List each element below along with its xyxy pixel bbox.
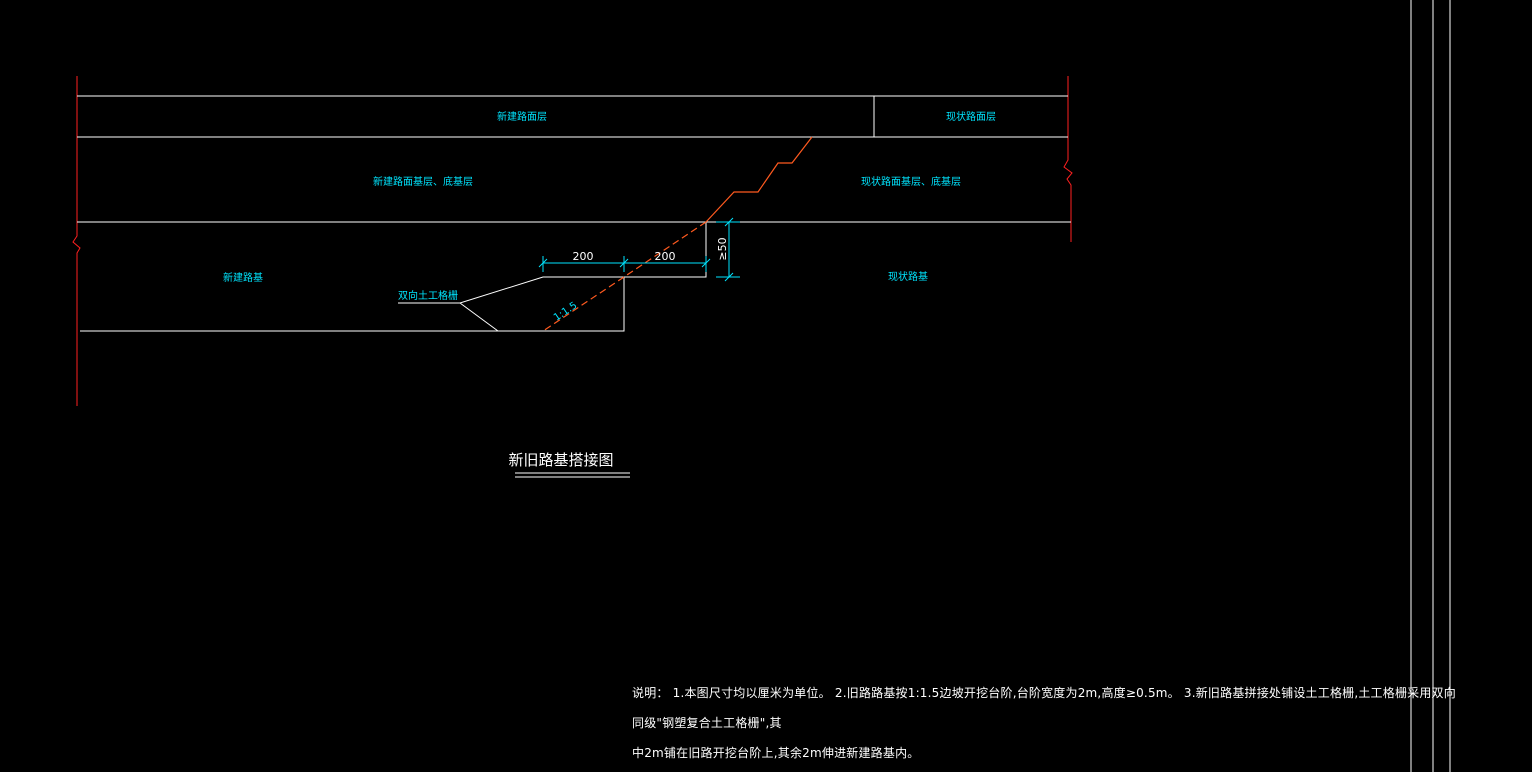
dim-width-left: 200 bbox=[573, 250, 594, 263]
drawing-frame-border bbox=[1410, 0, 1451, 772]
pavement-step-joint bbox=[705, 136, 813, 223]
note-line-1: 说明： 1.本图尺寸均以厘米为单位。 2.旧路路基按1:1.5边坡开挖台阶,台阶… bbox=[632, 686, 1456, 730]
dim-width-right: 200 bbox=[655, 250, 676, 263]
slope-lines bbox=[542, 136, 813, 332]
label-existing-base: 现状路面基层、底基层 bbox=[861, 175, 961, 188]
drawing-title: 新旧路基搭接图 bbox=[508, 451, 613, 469]
label-existing-subgrade: 现状路基 bbox=[888, 270, 928, 283]
drawing-notes: 说明： 1.本图尺寸均以厘米为单位。 2.旧路路基按1:1.5边坡开挖台阶,台阶… bbox=[632, 678, 1467, 768]
label-new-subgrade: 新建路基 bbox=[223, 271, 263, 284]
label-new-base: 新建路面基层、底基层 bbox=[373, 175, 473, 188]
pavement-structure bbox=[77, 95, 1071, 332]
dim-height: ≥50 bbox=[716, 237, 729, 260]
label-new-surface: 新建路面层 bbox=[497, 110, 547, 123]
dimension-lines bbox=[538, 217, 740, 282]
break-lines bbox=[72, 76, 1073, 406]
geogrid-lower-line bbox=[459, 302, 499, 332]
label-existing-surface: 现状路面层 bbox=[946, 110, 996, 123]
geogrid-line bbox=[398, 276, 706, 304]
dim-slope: 1:1.5 bbox=[552, 300, 579, 323]
left-break-line bbox=[72, 76, 81, 406]
right-break-line bbox=[1063, 76, 1073, 242]
label-geogrid: 双向土工格栅 bbox=[398, 289, 458, 302]
slope-line-lower bbox=[542, 276, 625, 332]
slope-line-upper bbox=[623, 221, 707, 278]
note-line-2: 中2m铺在旧路开挖台阶上,其余2m伸进新建路基内。 bbox=[632, 746, 920, 760]
